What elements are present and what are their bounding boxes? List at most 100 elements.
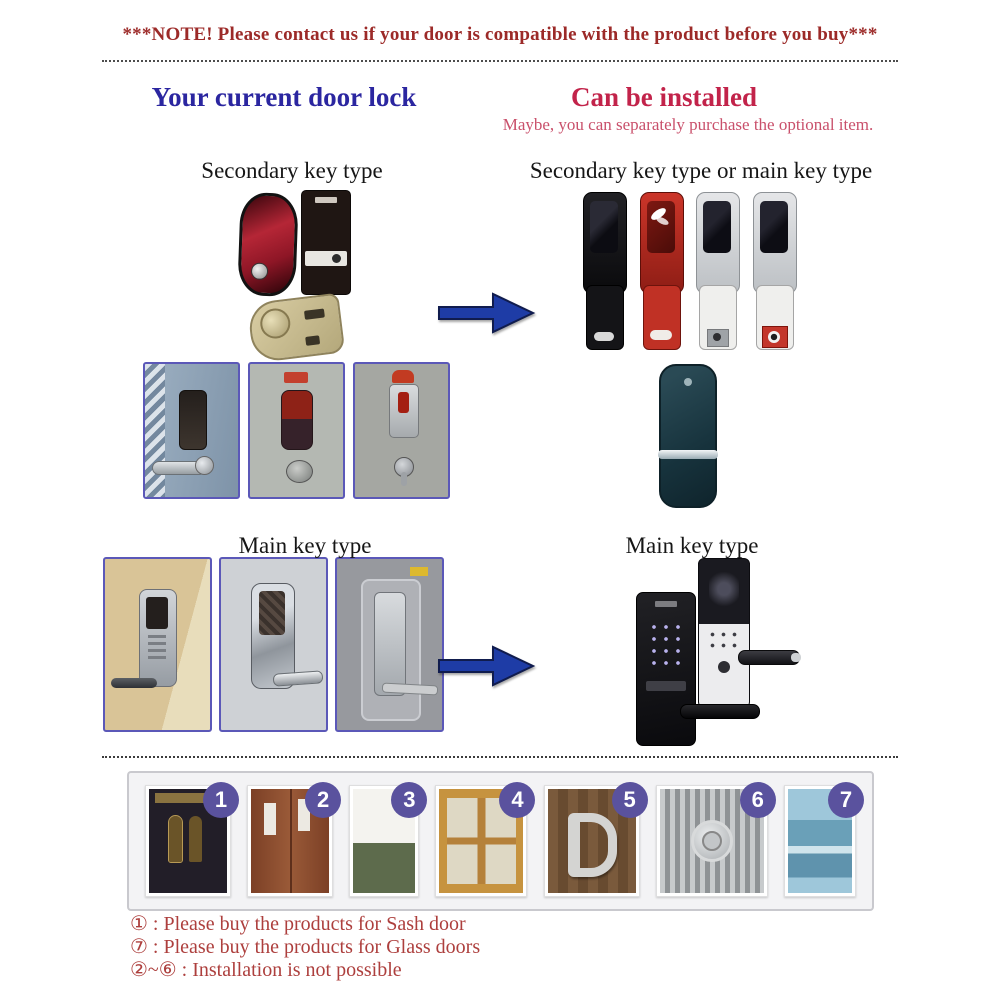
- lock-eye: [767, 331, 780, 343]
- note-glass-door: ⑦ : Please buy the products for Glass do…: [130, 936, 481, 958]
- lever-handle: [111, 678, 157, 688]
- lock-band-button: [332, 253, 341, 263]
- keypad-keys: [704, 291, 731, 326]
- label-main-key-type-left: Main key type: [238, 533, 372, 558]
- lock-foot: [594, 332, 614, 341]
- installed-lock: [179, 390, 207, 450]
- digital-lock-red-floral: [639, 192, 684, 350]
- door-detail: [263, 802, 276, 835]
- lever-handle: [680, 704, 760, 719]
- handle-rose: [195, 456, 214, 475]
- bottom-notes: ① : Please buy the products for Sash doo…: [130, 913, 480, 982]
- door-number-badge: 1: [203, 782, 239, 818]
- note-not-possible: ②~⑥ : Installation is not possible: [130, 959, 402, 981]
- arrow-right-icon: [438, 645, 536, 687]
- door-number-badge: 7: [827, 782, 864, 818]
- lock-emblem: [718, 661, 730, 673]
- door-item: 3: [349, 782, 428, 897]
- keypad-keys: [648, 621, 684, 667]
- keypad-keys: [707, 629, 741, 653]
- door-item: 2: [247, 782, 342, 897]
- shutter-lock-core: [701, 831, 722, 851]
- lock-screen: [146, 597, 168, 629]
- keypad-keys: [648, 291, 675, 326]
- key-tail: [401, 472, 407, 486]
- label-main-key-type-right: Main key type: [625, 533, 759, 558]
- top-note: ***NOTE! Please contact us if your door …: [122, 24, 878, 45]
- lock-camera: [713, 333, 722, 341]
- installed-lock: [281, 390, 313, 450]
- right-column-subheader: Maybe, you can separately purchase the o…: [502, 115, 874, 134]
- lever-handle: [272, 670, 324, 687]
- lock-screen-pattern: [709, 569, 739, 609]
- door-detail: [168, 815, 184, 864]
- secondary-door-photos: [143, 362, 450, 499]
- compatible-main-locks-photo: [628, 558, 801, 746]
- lock-screen: [590, 201, 618, 253]
- lock-keypad: [699, 285, 738, 350]
- door-number-badge: 2: [305, 782, 342, 818]
- lock-brand-label: [655, 601, 677, 607]
- dotted-divider-bottom: [102, 756, 898, 758]
- lock-knob: [258, 306, 293, 341]
- door-item: 6: [655, 782, 776, 897]
- lock-window: [398, 392, 409, 413]
- door-photo-chrome-mortise: [219, 557, 328, 732]
- mortise-lock-black: [636, 592, 696, 746]
- lock-emblem: [684, 378, 692, 386]
- compatible-secondary-locks: [583, 192, 797, 350]
- label-secondary-or-main-key-type: Secondary key type or main key type: [529, 158, 873, 183]
- yellow-tag: [410, 567, 428, 576]
- door-photo-gray-mortise: [335, 557, 444, 732]
- lock-foot: [649, 330, 672, 340]
- handle-tip: [791, 653, 801, 662]
- door-detail: [155, 793, 221, 803]
- installed-lock: [374, 592, 406, 696]
- digital-lock-silver-red: [752, 192, 797, 350]
- black-rim-lock-photo: [301, 190, 351, 295]
- keypad-keys: [591, 291, 618, 326]
- teal-handle-lock-photo: [658, 364, 718, 508]
- indicator-chip: [284, 372, 308, 383]
- main-door-photos: [103, 557, 444, 732]
- door-detail: [290, 789, 293, 893]
- arrow-right-icon: [438, 292, 536, 334]
- door-types-panel: 1 2 3 4 5: [127, 771, 874, 911]
- door-item: 1: [145, 782, 239, 897]
- lock-button: [250, 262, 269, 281]
- door-photo-key-cylinder: [353, 362, 450, 499]
- dotted-divider-top: [102, 60, 898, 62]
- lock-screen: [759, 201, 788, 253]
- lock-keypad: [148, 635, 166, 661]
- door-knob: [286, 460, 313, 483]
- right-column-header: Can be installed: [570, 82, 758, 112]
- indicator-cap: [392, 370, 414, 383]
- door-pattern: [145, 364, 165, 497]
- door-number-badge: 4: [499, 782, 536, 818]
- mortise-lock-silver: [698, 558, 750, 708]
- door-photo-blue-metal: [143, 362, 240, 499]
- digital-lock-black: [583, 192, 627, 350]
- lever-handle: [738, 650, 801, 665]
- door-item: 7: [783, 782, 864, 897]
- left-column-header: Your current door lock: [151, 82, 417, 112]
- brass-mechanical-lock-photo: [246, 292, 346, 364]
- door-photo-gray-knob: [248, 362, 345, 499]
- lock-band: [646, 681, 686, 691]
- door-item: 4: [435, 782, 536, 897]
- door-photo-beige-mortise: [103, 557, 212, 732]
- red-egg-lock-photo: [237, 192, 299, 297]
- lock-screen: [703, 201, 732, 253]
- label-secondary-key-type: Secondary key type: [201, 158, 383, 183]
- door-item: 5: [543, 782, 648, 897]
- lock-brand-label: [315, 197, 337, 203]
- door-detail: [447, 798, 516, 884]
- door-number-badge: 5: [611, 782, 648, 818]
- lock-slot: [305, 335, 321, 346]
- d-handle: [567, 813, 617, 877]
- door-number-badge: 6: [739, 782, 776, 818]
- door-number-badge: 3: [391, 782, 428, 818]
- lock-silver-band: [658, 450, 718, 459]
- keypad-keys: [761, 291, 788, 326]
